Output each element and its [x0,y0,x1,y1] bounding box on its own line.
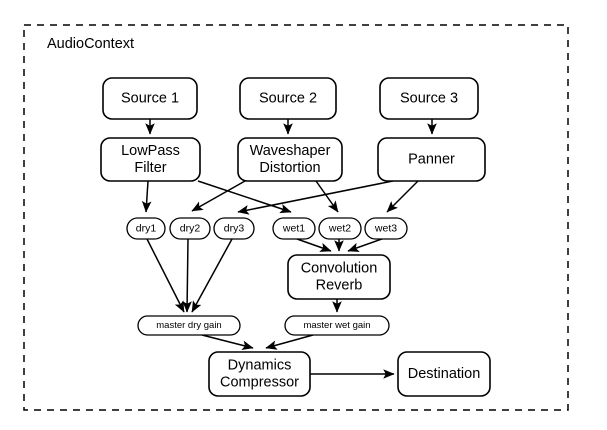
node-shape-dry1 [126,217,166,240]
edge-masterdry-to-compressor [201,334,254,350]
node-dry2[interactable]: dry2 [169,217,211,240]
node-label-masterwet: master wet gain [303,320,370,331]
node-label-reverb: Reverb [316,277,363,293]
node-shape-source2 [239,77,337,120]
node-shape-masterdry [137,315,241,336]
node-label-waveshaper: Distortion [259,160,320,176]
node-masterdry[interactable]: master dry gain [137,315,241,336]
edge-panner-to-dry3 [237,180,394,215]
edge-wet3-to-reverb [347,238,383,252]
node-label-dry3: dry3 [224,222,245,234]
node-shape-wet1 [272,217,316,240]
edge-dry2-to-masterdry [182,238,192,313]
node-shape-source3 [379,77,479,120]
node-panner[interactable]: Panner [377,137,486,182]
node-label-compressor: Dynamics [228,357,292,373]
node-label-source3: Source 3 [400,90,458,106]
node-shape-source1 [102,77,198,120]
node-shape-reverb [287,254,391,300]
node-label-lowpass: LowPass [121,143,180,159]
node-wet1[interactable]: wet1 [272,217,316,240]
node-label-dry1: dry1 [136,222,157,234]
node-label-wet2: wet2 [328,222,351,234]
node-label-source2: Source 2 [259,90,317,106]
node-shape-destination [397,351,491,397]
node-masterwet[interactable]: master wet gain [284,315,390,336]
audiocontext-container [23,24,569,411]
node-label-wet3: wet3 [374,222,397,234]
node-label-waveshaper: Waveshaper [250,143,331,159]
node-shape-wet2 [318,217,362,240]
node-source2[interactable]: Source 2 [239,77,337,120]
edge-lowpass-to-dry1 [141,180,152,213]
node-destination[interactable]: Destination [397,351,491,397]
node-label-source1: Source 1 [121,90,179,106]
edge-waveshaper-to-dry2 [191,180,246,212]
edge-dry1-to-masterdry [146,238,185,313]
node-shape-compressor [208,351,311,397]
node-label-dry2: dry2 [180,222,201,234]
edge-wet1-to-reverb [296,238,332,252]
node-shape-waveshaper [237,137,343,182]
node-label-lowpass: Filter [134,160,166,176]
node-dry3[interactable]: dry3 [213,217,255,240]
node-label-destination: Destination [408,366,481,382]
node-label-masterdry: master dry gain [156,320,221,331]
node-shape-panner [377,137,486,182]
edge-dry3-to-masterdry [191,238,233,313]
node-wet2[interactable]: wet2 [318,217,362,240]
node-shape-lowpass [100,137,201,182]
node-shape-dry3 [213,217,255,240]
node-dry1[interactable]: dry1 [126,217,166,240]
node-shape-dry2 [169,217,211,240]
node-label-compressor: Compressor [220,374,299,390]
edge-waveshaper-to-wet2 [315,180,339,213]
node-label-wet1: wet1 [282,222,305,234]
node-shape-wet3 [364,217,408,240]
node-wet3[interactable]: wet3 [364,217,408,240]
node-label-reverb: Convolution [301,260,378,276]
edge-lowpass-to-wet1 [197,180,292,214]
edges-layer [141,119,437,379]
node-source1[interactable]: Source 1 [102,77,198,120]
node-shape-masterwet [284,315,390,336]
audiocontext-label: AudioContext [47,36,134,52]
edge-masterwet-to-compressor [265,334,314,350]
node-source3[interactable]: Source 3 [379,77,479,120]
node-label-panner: Panner [408,151,455,167]
edge-panner-to-wet3 [386,180,419,213]
